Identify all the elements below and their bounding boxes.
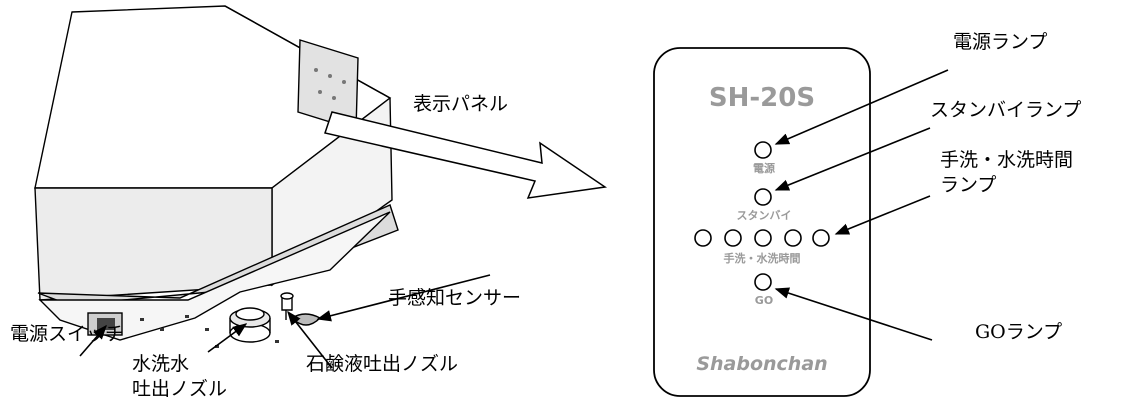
power-lamp-icon — [754, 141, 772, 159]
wash-water-nozzle-arrow — [207, 323, 248, 353]
leader-arrows — [79, 69, 949, 369]
hand-sensor-caption: 手感知センサー — [388, 287, 522, 309]
wash-water-nozzle-caption-line-2: 吐出ノズル — [132, 378, 228, 400]
standby-lamp-arrow — [774, 127, 931, 191]
wash-time-lamp-caption: 手洗・水洗時間 ランプ — [940, 148, 1073, 198]
power-switch-arrow — [79, 324, 107, 357]
wash-time-lamp-2-icon — [724, 229, 742, 247]
wash-water-nozzle-caption: 水洗水 吐出ノズル — [132, 352, 227, 402]
bottom-face — [38, 211, 391, 341]
standby-lamp-caption: スタンバイランプ — [930, 99, 1082, 121]
hand-sensor-arrow — [316, 274, 491, 322]
go-lamp-arrow — [774, 287, 933, 341]
panel-standby-label: スタンバイ — [737, 209, 792, 222]
power-lamp-arrow — [774, 69, 949, 145]
wash-time-lamp-caption-line-2: ランプ — [940, 174, 997, 196]
soap-liquid-nozzle — [280, 292, 294, 320]
go-lamp-caption: GOランプ — [975, 321, 1063, 343]
wash-time-lamp-arrow — [834, 195, 931, 235]
panel-brand-label: Shabonchan — [696, 353, 827, 375]
wash-time-lamp-1-icon — [694, 229, 712, 247]
soap-nozzle-arrow — [287, 310, 333, 369]
panel-power-label: 電源 — [753, 161, 775, 175]
wash-time-lamp-3-icon — [754, 229, 772, 247]
go-lamp-icon — [754, 273, 772, 291]
power-switch-caption: 電源スイッチ — [10, 323, 125, 345]
control-panel: SH-20S 電源 スタンバイ 手洗・水洗時間 GO Shabonchan — [653, 47, 871, 397]
dispenser-unit — [34, 5, 399, 348]
panel-wash-time-label: 手洗・水洗時間 — [724, 251, 801, 265]
standby-lamp-icon — [754, 188, 772, 206]
wash-water-nozzle-caption-line-1: 水洗水 — [132, 353, 190, 375]
panel-go-label: GO — [755, 294, 773, 307]
power-lamp-caption: 電源ランプ — [953, 31, 1048, 53]
housing-front-face — [34, 187, 273, 301]
soap-nozzle-caption: 石鹸液吐出ノズル — [306, 353, 459, 375]
wash-water-nozzle — [229, 307, 271, 343]
panel-model-label: SH-20S — [709, 83, 815, 113]
panel-window-dots — [314, 68, 346, 100]
wash-time-lamp-5-icon — [812, 229, 830, 247]
display-panel-caption: 表示パネル — [413, 93, 509, 115]
wash-time-lamps — [694, 229, 830, 247]
wash-time-lamp-4-icon — [784, 229, 802, 247]
display-panel-arrow — [324, 111, 608, 199]
wash-time-lamp-caption-line-1: 手洗・水洗時間 — [940, 149, 1074, 171]
